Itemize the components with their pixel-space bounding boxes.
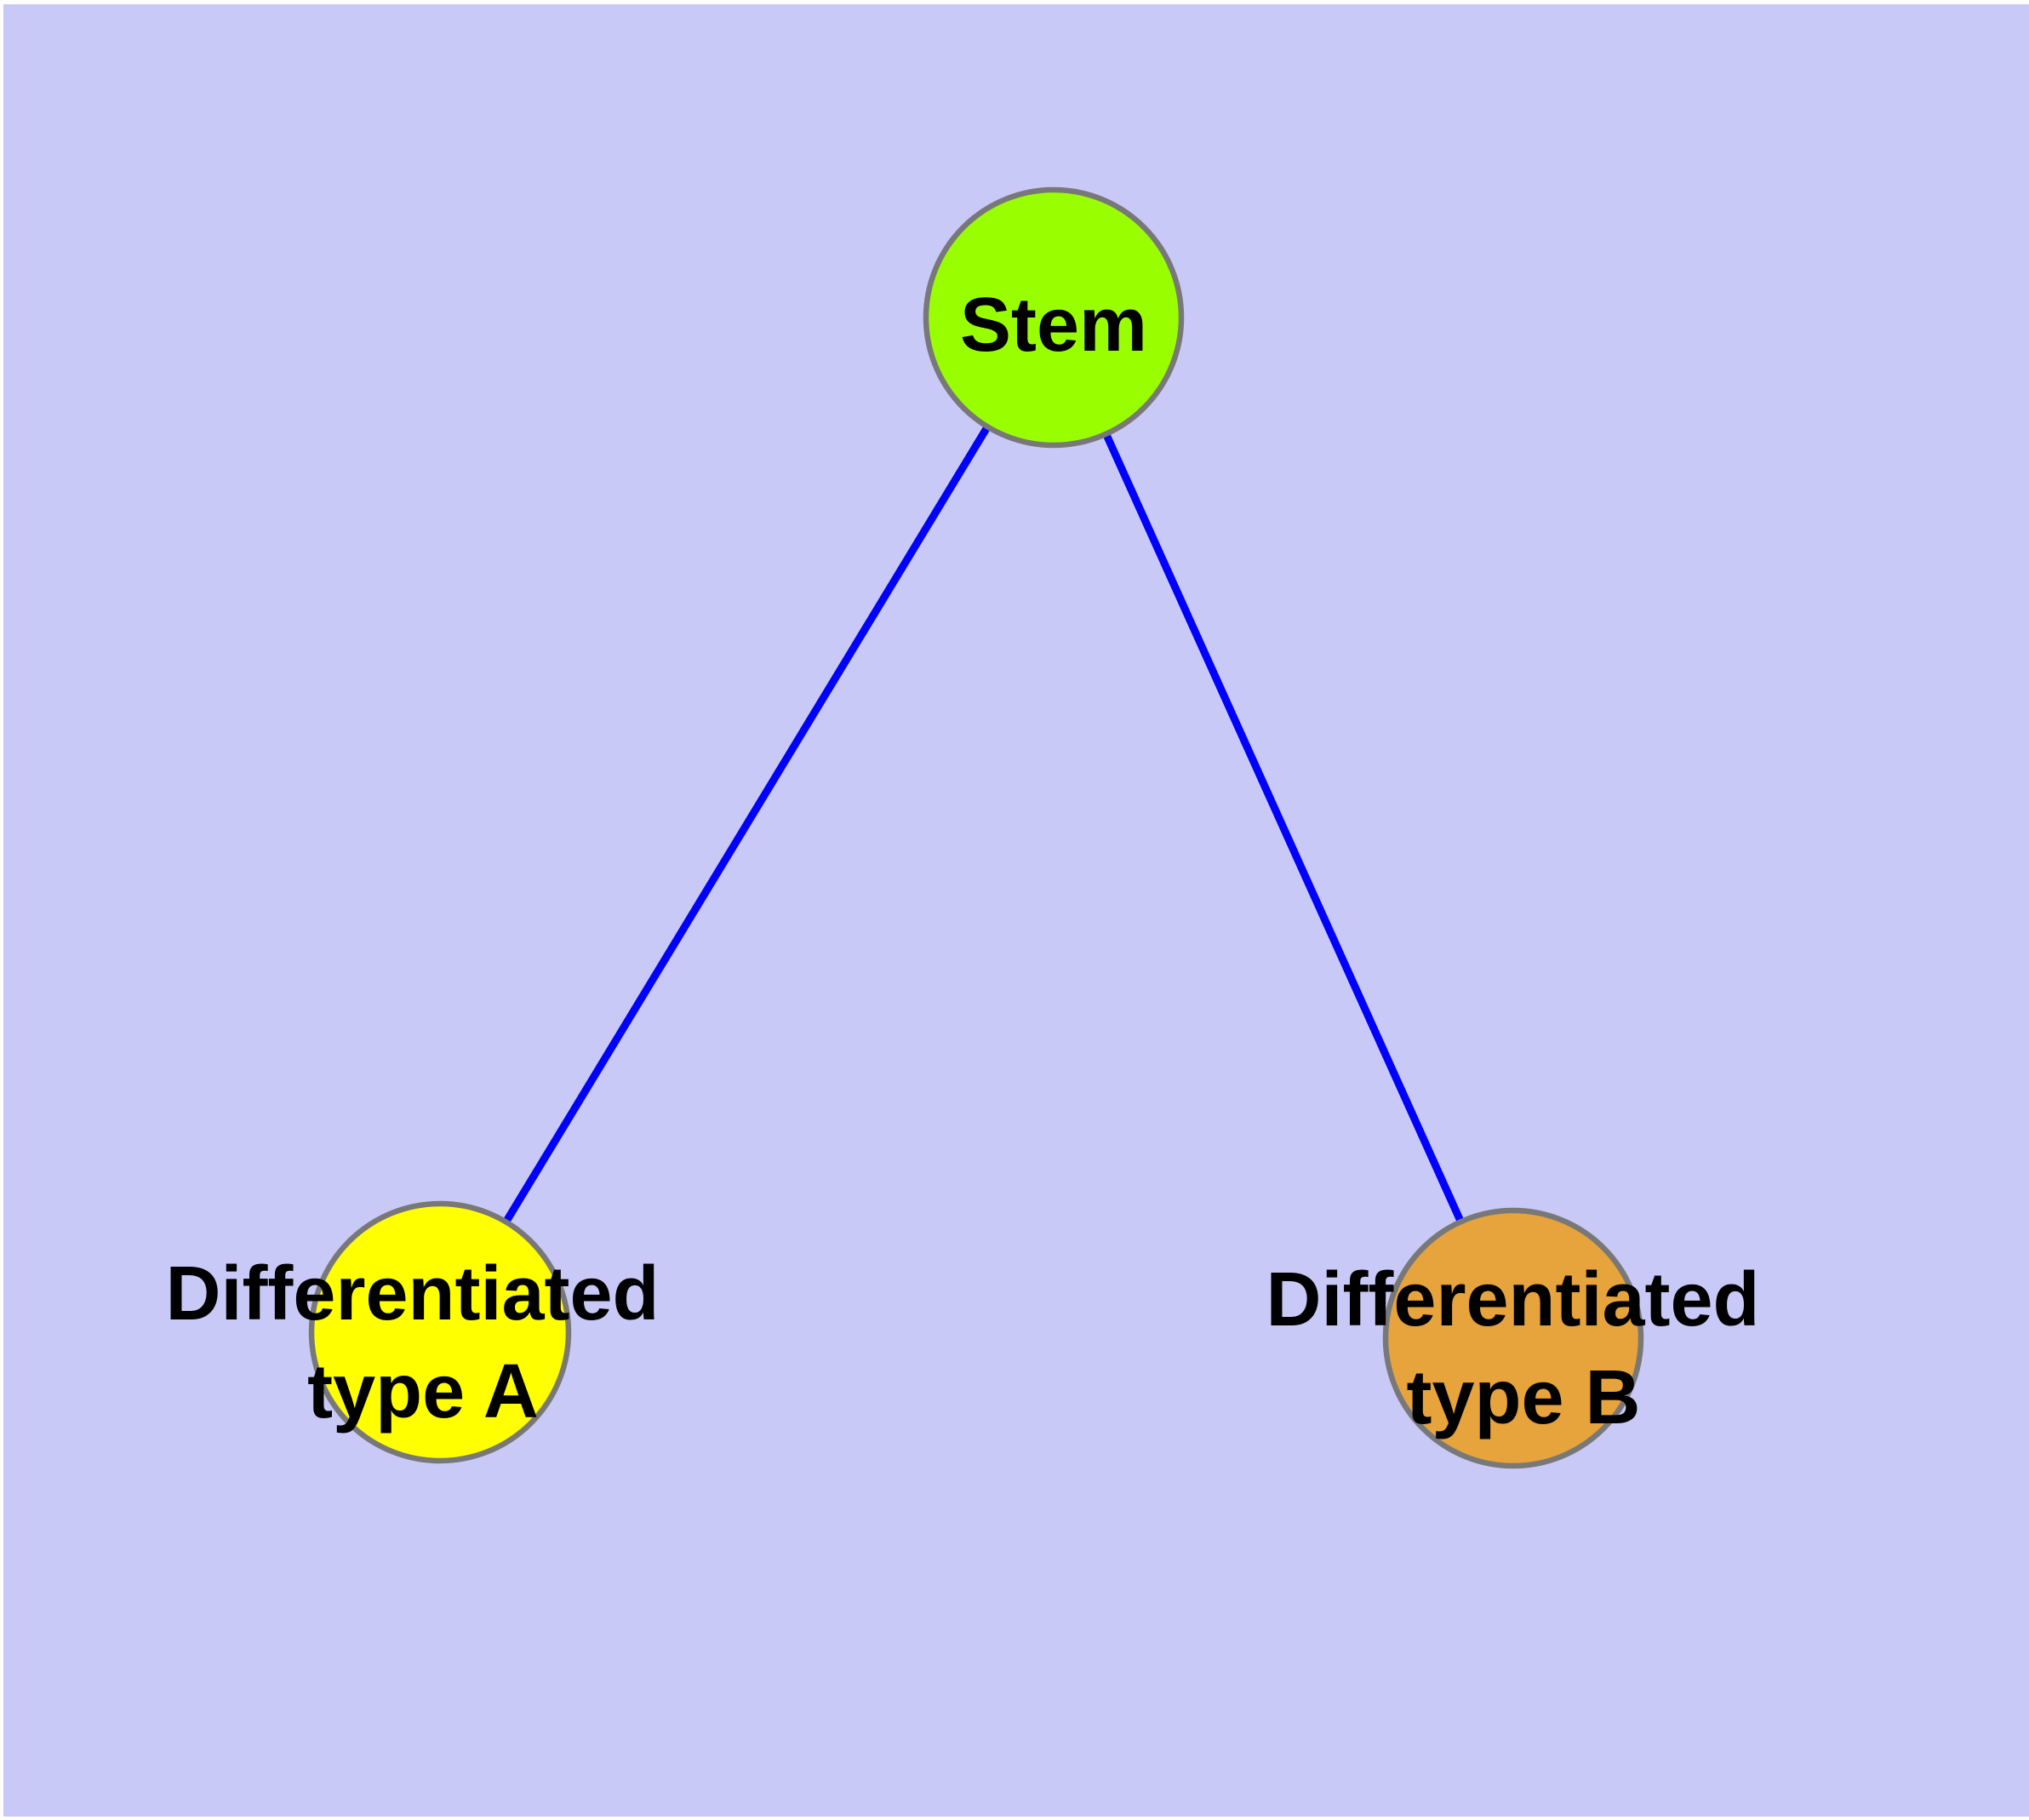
node-type-b-label-line1: Differentiated <box>1266 1257 1759 1342</box>
node-stem-label: Stem <box>960 283 1147 368</box>
node-type-b-label-line2: type B <box>1406 1355 1640 1440</box>
node-type-b <box>1382 1207 1644 1469</box>
edge-stem-to-type-b <box>1049 316 1517 1340</box>
node-type-b-label: Differentiated type B <box>1266 1257 1780 1440</box>
node-type-a-label-line2: type A <box>307 1349 539 1434</box>
node-type-a <box>308 1200 572 1464</box>
node-type-a-label: Differentiated type A <box>165 1251 680 1434</box>
edge-stem-to-type-a <box>436 315 1057 1335</box>
node-stem <box>923 186 1185 449</box>
node-type-a-label-line1: Differentiated <box>165 1251 659 1336</box>
